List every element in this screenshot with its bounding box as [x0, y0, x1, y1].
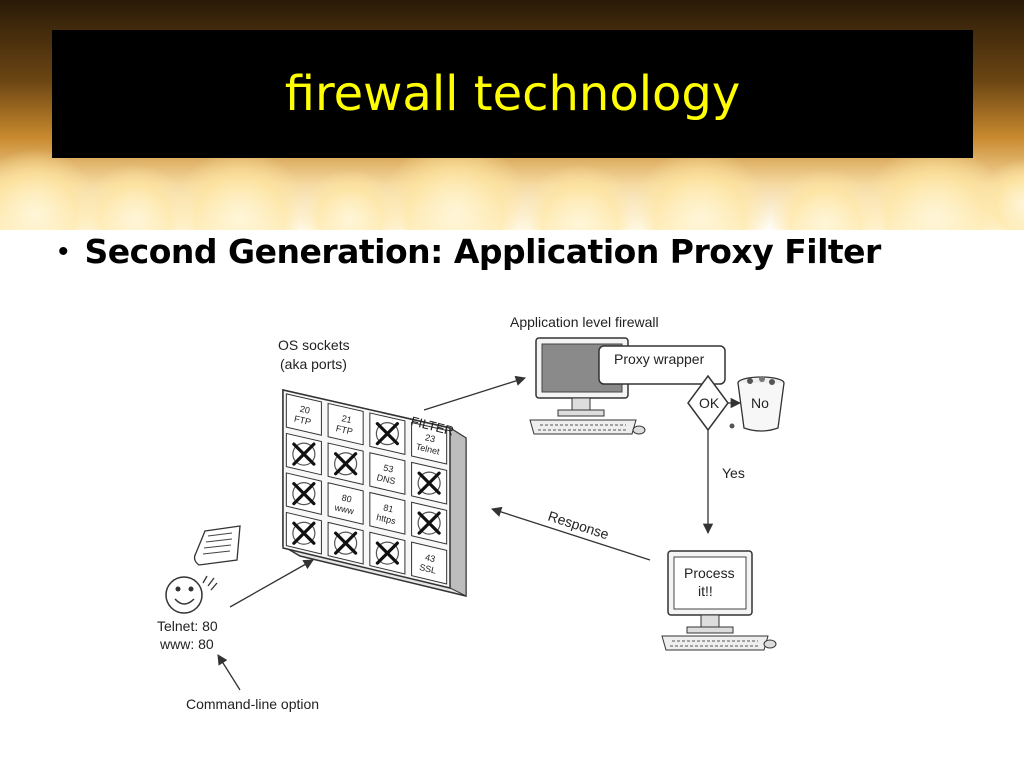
- port-number: 80: [341, 493, 353, 505]
- blocked-port-icon: [417, 511, 441, 535]
- yes-label: Yes: [722, 465, 745, 481]
- proxy-wrapper-box: Proxy wrapper: [598, 345, 726, 385]
- app-firewall-label: Application level firewall: [510, 314, 659, 330]
- port-cell: [285, 511, 322, 555]
- port-number: 20: [299, 404, 311, 416]
- blocked-port-icon: [375, 541, 399, 565]
- port-service: FTP: [335, 423, 354, 437]
- process-label-line2: it!!: [698, 583, 713, 599]
- blocked-port-icon: [292, 442, 316, 466]
- port-cell: [411, 501, 448, 545]
- arrow-filter-to-firewall: [423, 375, 526, 411]
- port-service: DNS: [376, 472, 397, 486]
- port-number: 53: [382, 463, 394, 475]
- client-ports-label: Telnet: 80: [157, 618, 218, 634]
- port-number: 43: [424, 552, 436, 564]
- arrow-user-to-filter: [229, 559, 314, 608]
- ok-label: OK: [699, 395, 720, 411]
- command-line-label: Command-line option: [186, 696, 319, 712]
- port-cell: [327, 442, 364, 486]
- bullet-text: Second Generation: Application Proxy Fil…: [84, 232, 882, 271]
- port-service: SSL: [418, 562, 437, 576]
- user-smiley-icon: [165, 575, 218, 614]
- port-service: https: [375, 512, 397, 526]
- bullet-item: • Second Generation: Application Proxy F…: [58, 232, 881, 271]
- port-service: FTP: [293, 414, 312, 428]
- blocked-port-icon: [334, 531, 358, 555]
- port-number: 23: [424, 432, 436, 444]
- arrow-response: [491, 506, 651, 561]
- port-service: www: [333, 502, 356, 516]
- process-computer-icon: Process it!!: [661, 550, 777, 651]
- title-bar: firewall technology: [52, 30, 973, 158]
- ok-decision-diamond: OK: [687, 374, 729, 432]
- port-cell: [411, 461, 448, 505]
- blocked-port-icon: [292, 482, 316, 506]
- blocked-port-icon: [417, 471, 441, 495]
- bullet-dot-icon: •: [58, 234, 69, 268]
- no-label: No: [751, 395, 769, 411]
- port-cell: [369, 412, 406, 456]
- blocked-port-icon: [292, 521, 316, 545]
- port-cell: [285, 472, 322, 516]
- trash-can-icon: No: [737, 376, 785, 432]
- process-label: Process: [684, 565, 735, 581]
- slide-title: firewall technology: [284, 66, 741, 122]
- port-cell: [369, 531, 406, 575]
- arrow-command-line: [217, 654, 241, 691]
- port-number: 21: [341, 413, 353, 425]
- port-number: 81: [382, 502, 394, 514]
- blocked-port-icon: [334, 452, 358, 476]
- blocked-port-icon: [375, 422, 399, 446]
- os-sockets-label: OS sockets: [278, 337, 350, 353]
- proxy-wrapper-label: Proxy wrapper: [614, 351, 705, 367]
- document-icon: [193, 525, 241, 566]
- port-cell: [327, 521, 364, 565]
- port-cell: [285, 432, 322, 476]
- client-ports-label-line2: www: 80: [159, 636, 214, 652]
- os-sockets-sublabel: (aka ports): [280, 356, 347, 372]
